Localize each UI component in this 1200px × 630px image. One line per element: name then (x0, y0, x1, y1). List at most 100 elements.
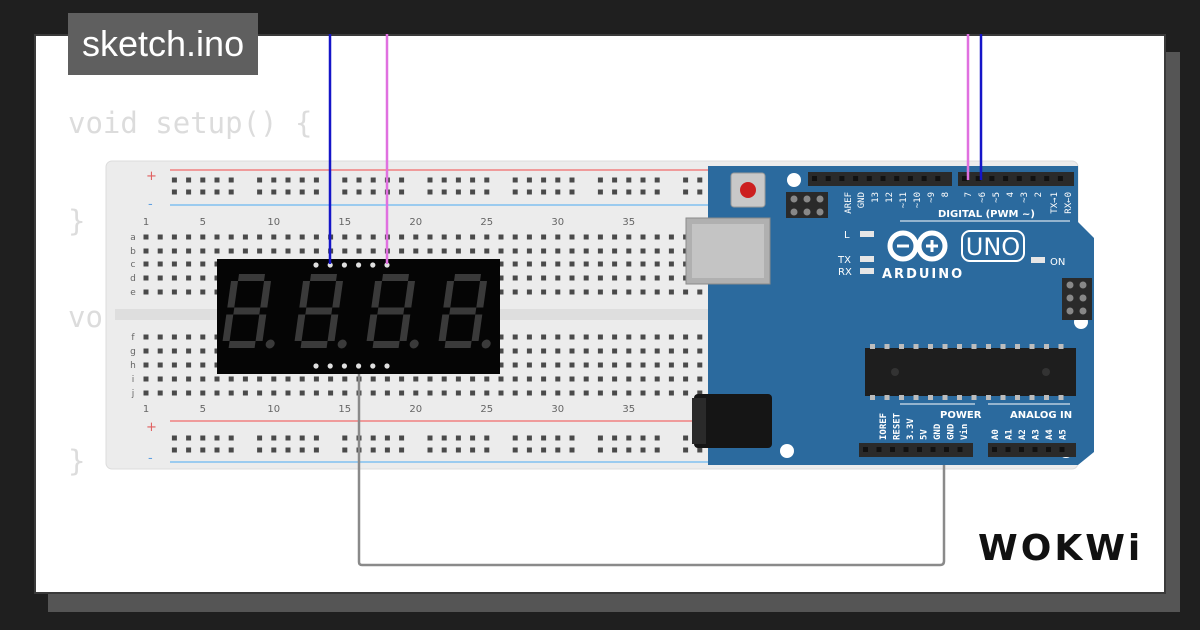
column-number: 5 (200, 217, 206, 228)
column-number: 25 (480, 404, 493, 415)
row-letter: e (130, 288, 136, 298)
column-number: 35 (622, 217, 635, 228)
analog-pin-label: A3 (1032, 429, 1042, 440)
row-letter: g (130, 347, 136, 357)
power-pin-label: IOREF (879, 413, 889, 440)
column-number: 30 (551, 217, 564, 228)
mount-hole (780, 444, 794, 458)
analog-pin-label: A5 (1059, 429, 1069, 440)
digital-pin-label: 12 (885, 192, 895, 203)
digital-label: DIGITAL (PWM ~) (938, 209, 1035, 220)
column-number: 1 (143, 404, 149, 415)
column-number: 10 (267, 404, 280, 415)
analog-label: ANALOG IN (1010, 410, 1072, 421)
digital-pin-label: ~11 (899, 192, 909, 208)
column-number: 35 (622, 404, 635, 415)
display-digit (294, 274, 347, 349)
display-digit (222, 274, 275, 349)
icsp-header-top (786, 192, 828, 218)
column-number: 15 (338, 217, 351, 228)
power-pin-label: 3.3V (906, 418, 916, 440)
digital-pin-label: ~3 (1020, 192, 1030, 203)
digital-pin-label: ~9 (927, 192, 937, 203)
digital-pin-label: ~10 (913, 192, 923, 208)
wire-gray[interactable] (357, 180, 946, 567)
row-letter: b (130, 247, 136, 257)
display-digit (366, 274, 419, 349)
row-letter: f (131, 333, 135, 343)
column-number: 10 (267, 217, 280, 228)
digital-pin-label: TX→1 (1050, 192, 1060, 214)
row-letter: j (131, 389, 135, 399)
digital-pin-label: GND (857, 192, 867, 208)
rail-minus-bottom: - (148, 451, 153, 466)
arduino-logo-icon (887, 230, 948, 262)
icsp-header-right (1062, 278, 1092, 320)
led-rx-label: RX (838, 267, 852, 278)
seven-segment-display[interactable] (217, 259, 501, 374)
row-letter: h (130, 361, 136, 371)
row-letter: i (132, 375, 135, 385)
led-l (860, 231, 874, 237)
digital-pin-label: ~5 (992, 192, 1002, 203)
analog-pin-label: A4 (1045, 429, 1055, 440)
power-header (859, 443, 973, 457)
dc-jack (694, 394, 772, 448)
power-pin-label: GND (947, 423, 957, 440)
digital-pin-label: 4 (1006, 192, 1016, 197)
power-pin-label: 5V (920, 429, 930, 440)
display-digit (438, 274, 491, 349)
rail-plus-top: + (146, 169, 157, 184)
analog-pin-label: A1 (1005, 429, 1015, 440)
rail-minus-top: - (148, 197, 153, 212)
model-label: UNO (966, 233, 1020, 261)
power-pin-label: RESET (893, 412, 903, 440)
digital-pin-label: RX←0 (1064, 192, 1074, 214)
column-number: 5 (200, 404, 206, 415)
column-number: 15 (338, 404, 351, 415)
column-number: 20 (409, 404, 422, 415)
digital-header-right (958, 172, 1074, 186)
analog-header (988, 443, 1076, 457)
uno-badge (961, 230, 1025, 262)
led-on (1031, 257, 1045, 263)
digital-header-left (808, 172, 952, 186)
reset-button-cap[interactable] (740, 182, 756, 198)
row-letter: c (131, 260, 136, 270)
digital-pin-label: 7 (964, 192, 974, 197)
column-number: 20 (409, 217, 422, 228)
led-rx (860, 268, 874, 274)
code-line-1: void setup() { (68, 106, 313, 140)
column-number: 25 (480, 217, 493, 228)
column-number: 30 (551, 404, 564, 415)
digital-pin-label: 2 (1034, 192, 1044, 197)
wokwi-logo: WOKWi (978, 528, 1144, 569)
mount-hole (787, 173, 801, 187)
brand-label: ARDUINO (882, 267, 964, 282)
digital-pin-label: 13 (871, 192, 881, 203)
led-l-label: L (844, 230, 850, 241)
analog-pin-label: A2 (1018, 429, 1028, 440)
row-letter: a (130, 233, 136, 243)
power-label: POWER (940, 410, 982, 421)
code-line-4: } (68, 444, 86, 478)
led-tx (860, 256, 874, 262)
digital-pin-label: AREF (844, 192, 854, 214)
column-number: 1 (143, 217, 149, 228)
led-on-label: ON (1050, 257, 1065, 268)
power-pin-label: Vin (959, 424, 970, 440)
power-pin-label: GND (933, 423, 943, 440)
analog-pin-label: A0 (991, 429, 1001, 440)
code-line-2: } (68, 204, 86, 238)
digital-pin-label: ~6 (978, 192, 988, 203)
row-letter: d (130, 274, 136, 284)
file-tab[interactable]: sketch.ino (68, 13, 259, 75)
code-line-3: vo (68, 300, 103, 334)
